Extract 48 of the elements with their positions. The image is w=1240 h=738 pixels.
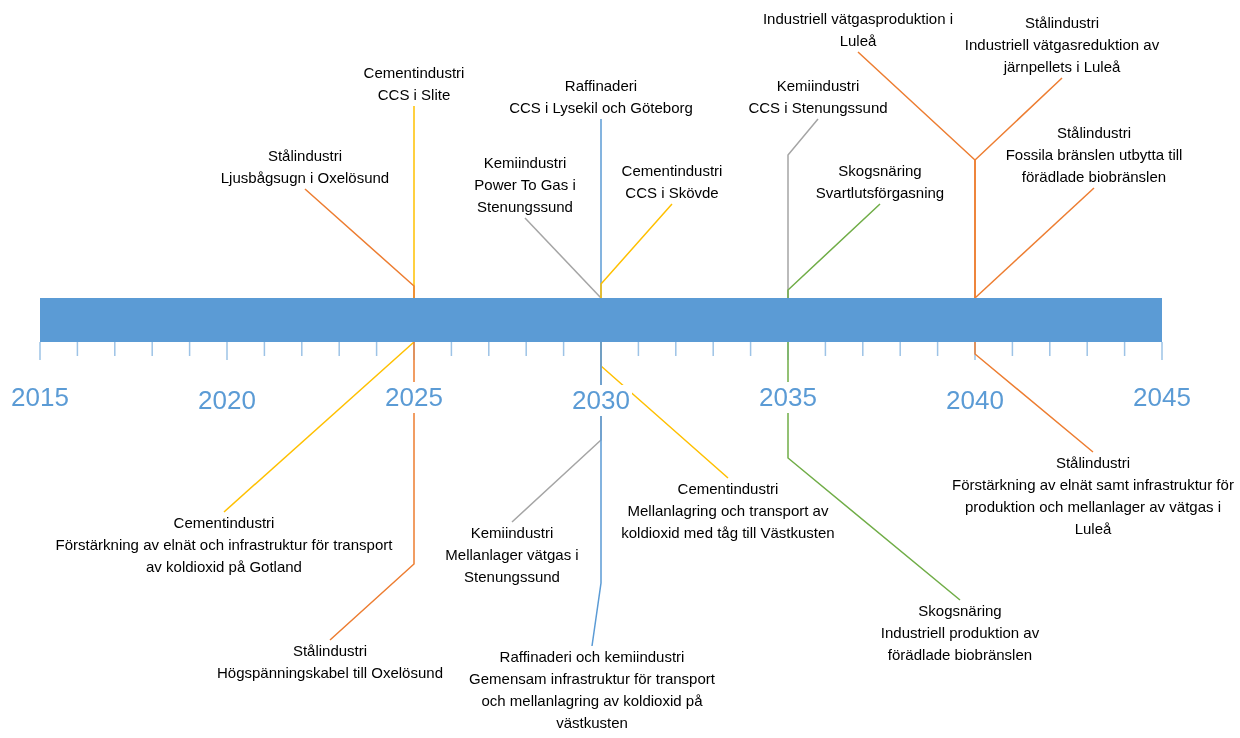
event-text: Mellanlager vätgas i Stenungssund: [444, 545, 580, 587]
leader-line: [974, 187, 1095, 299]
category-heading: Stålindustri: [267, 146, 343, 166]
event-text: Mellanlagring och transport av koldioxid med tåg till Västkusten: [620, 501, 836, 543]
category-heading: Kemiindustri: [470, 523, 554, 543]
year-label: 2030: [570, 385, 632, 416]
leader-line: [974, 77, 1063, 299]
event-text: Industriell vätgasproduktion i Luleå: [761, 9, 955, 51]
event-text: CCS i Stenungssund: [748, 98, 888, 118]
category-heading: Stålindustri: [1056, 123, 1132, 143]
category-heading: Stålindustri: [292, 641, 368, 661]
leader-line: [787, 203, 881, 299]
leader-line: [974, 341, 1094, 453]
leader-line: [600, 203, 673, 299]
event-text: Svartlutsförgasning: [815, 183, 945, 203]
leader-line: [524, 217, 602, 299]
leader-line: [304, 188, 415, 299]
event-text: Gemensam infrastruktur för transport och mellanlagring av koldioxid på västkusten: [468, 669, 716, 733]
event-text: Ljusbågsugn i Oxelösund: [220, 168, 390, 188]
leader-line: [223, 341, 415, 513]
category-heading: Cementindustri: [621, 161, 723, 181]
category-heading: Kemiindustri: [776, 76, 860, 96]
category-heading: Skogsnäring: [838, 161, 922, 181]
event-text: CCS i Lysekil och Göteborg: [509, 98, 693, 118]
category-heading: Skogsnäring: [918, 601, 1002, 621]
event-text: Förstärkning av elnät samt infrastruktur för produktion och mellanlager av vätgas i Luleå: [951, 475, 1235, 539]
event-text: Power To Gas i Stenungssund: [473, 175, 577, 217]
event-text: Högspänningskabel till Oxelösund: [217, 663, 443, 683]
event-text: CCS i Slite: [377, 85, 451, 105]
event-text: Industriell produktion av förädlade biobränslen: [879, 623, 1041, 665]
event-text: Fossila bränslen utbytta till förädlade biobränslen: [1004, 145, 1184, 187]
category-heading: Cementindustri: [363, 63, 465, 83]
event-text: Industriell vätgasreduktion av järnpellets i Luleå: [963, 35, 1161, 77]
event-text: Förstärkning av elnät och infrastruktur för transport av koldioxid på Gotland: [54, 535, 394, 577]
leader-line: [329, 341, 415, 641]
category-heading: Stålindustri: [1024, 13, 1100, 33]
year-label: 2025: [383, 382, 445, 413]
leader-line: [591, 341, 602, 647]
category-heading: Raffinaderi och kemiindustri: [499, 647, 685, 667]
leader-line: [787, 341, 961, 601]
category-heading: Cementindustri: [677, 479, 779, 499]
category-heading: Kemiindustri: [483, 153, 567, 173]
category-heading: Stålindustri: [1055, 453, 1131, 473]
event-text: CCS i Skövde: [625, 183, 719, 203]
category-heading: Raffinaderi: [564, 76, 638, 96]
category-heading: Cementindustri: [173, 513, 275, 533]
timeline-bar: [40, 298, 1162, 342]
year-label: 2035: [757, 382, 819, 413]
